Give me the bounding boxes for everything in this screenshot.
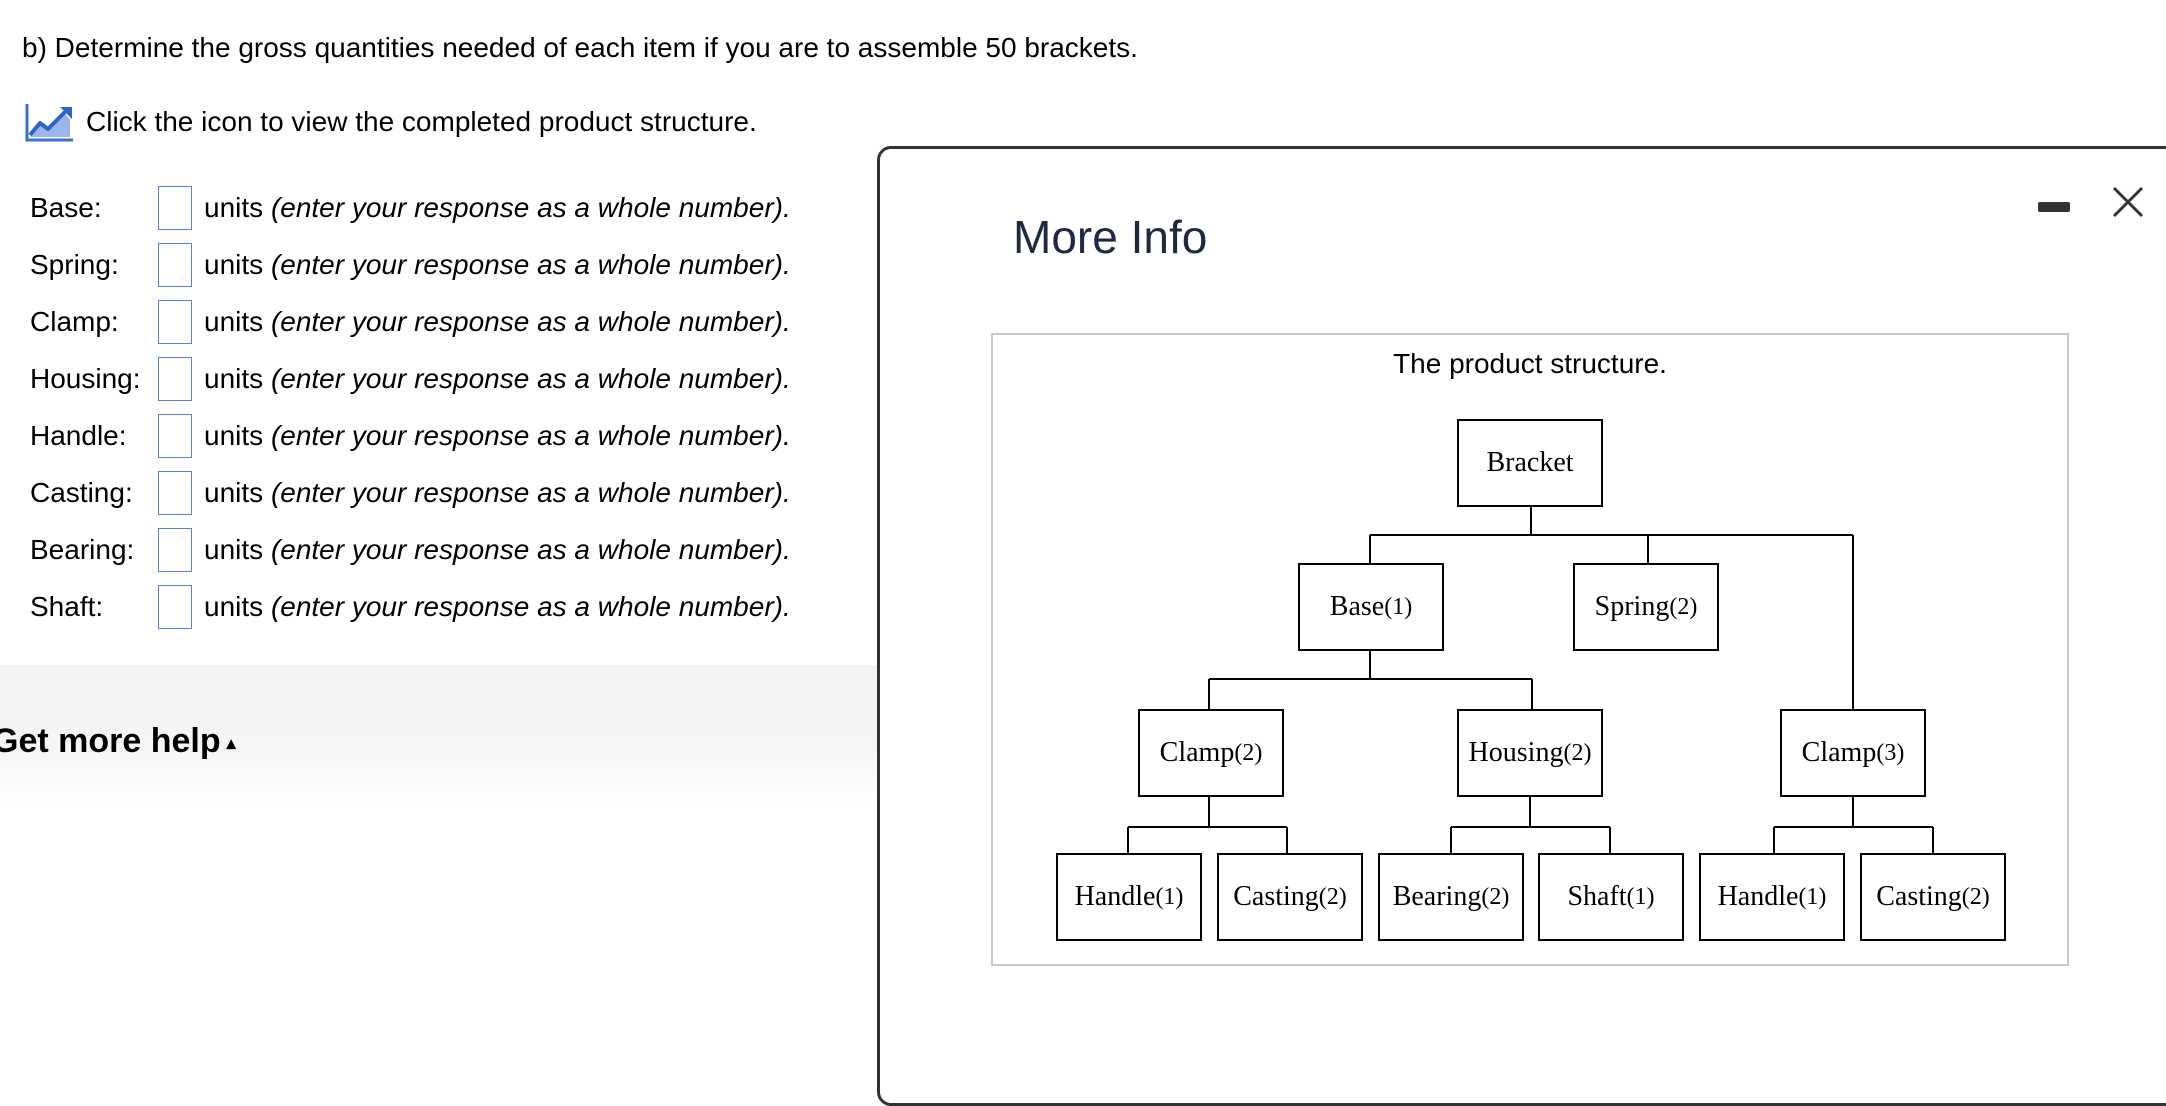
answer-row-shaft: Shaft: units (enter your response as a w…	[30, 583, 870, 631]
node-name: Spring	[1594, 591, 1670, 622]
node-qty: (2)	[1234, 739, 1263, 766]
node-qty: (2)	[1961, 883, 1990, 910]
node-qty: (1)	[1384, 593, 1413, 620]
housing-input[interactable]	[158, 357, 192, 401]
units-label: units	[204, 363, 264, 394]
answer-label: Spring:	[30, 249, 119, 280]
node-name: Bracket	[1486, 447, 1574, 478]
answer-label: Handle:	[30, 420, 127, 451]
answer-row-bearing: Bearing: units (enter your response as a…	[30, 526, 870, 574]
node-qty: (2)	[1481, 883, 1510, 910]
node-name: Bearing	[1392, 881, 1482, 912]
answer-row-housing: Housing: units (enter your response as a…	[30, 355, 870, 403]
handle-input[interactable]	[158, 414, 192, 458]
answer-row-clamp: Clamp: units (enter your response as a w…	[30, 298, 870, 346]
node-name: Base	[1329, 591, 1385, 622]
help-band	[0, 665, 880, 805]
node-qty: (2)	[1669, 593, 1698, 620]
help-label[interactable]: Get more help	[0, 722, 221, 760]
shaft-input[interactable]	[158, 585, 192, 629]
answer-label: Casting:	[30, 477, 133, 508]
answer-label: Shaft:	[30, 591, 104, 622]
spring-input[interactable]	[158, 243, 192, 287]
node-name: Clamp	[1801, 737, 1877, 768]
units-label: units	[204, 591, 264, 622]
node-name: Clamp	[1159, 737, 1235, 768]
figure-caption: The product structure.	[1393, 348, 1667, 379]
node-handle: Handle(1)	[1699, 853, 1845, 941]
units-label: units	[204, 192, 264, 223]
answer-hint: (enter your response as a whole number).	[270, 591, 791, 622]
units-label: units	[204, 477, 264, 508]
node-bearing: Bearing(2)	[1378, 853, 1524, 941]
clamp-input[interactable]	[158, 300, 192, 344]
units-label: units	[204, 306, 264, 337]
answer-hint: (enter your response as a whole number).	[270, 420, 791, 451]
caret-up-icon: ▴	[226, 732, 236, 753]
units-label: units	[204, 249, 264, 280]
node-qty: (1)	[1798, 883, 1827, 910]
units-label: units	[204, 534, 264, 565]
node-name: Casting	[1233, 881, 1319, 912]
node-bracket: Bracket	[1457, 419, 1603, 507]
answer-label: Housing:	[30, 363, 141, 394]
answer-label: Clamp:	[30, 306, 119, 337]
node-housing: Housing(2)	[1457, 709, 1603, 797]
dialog-title: More Info	[1013, 211, 1208, 263]
answer-hint: (enter your response as a whole number).	[270, 534, 791, 565]
answer-hint: (enter your response as a whole number).	[270, 249, 791, 280]
answer-hint: (enter your response as a whole number).	[270, 363, 791, 394]
answer-hint: (enter your response as a whole number).	[270, 306, 791, 337]
casting-input[interactable]	[158, 471, 192, 515]
node-spring: Spring(2)	[1573, 563, 1719, 651]
node-qty: (1)	[1626, 883, 1655, 910]
node-casting: Casting(2)	[1217, 853, 1363, 941]
question-text: b) Determine the gross quantities needed…	[22, 32, 1138, 63]
answer-row-spring: Spring: units (enter your response as a …	[30, 241, 870, 289]
node-casting: Casting(2)	[1860, 853, 2006, 941]
node-shaft: Shaft(1)	[1538, 853, 1684, 941]
answer-hint: (enter your response as a whole number).	[270, 192, 791, 223]
node-qty: (2)	[1563, 739, 1592, 766]
chart-icon[interactable]	[24, 101, 76, 143]
close-icon[interactable]	[2104, 178, 2152, 226]
node-qty: (2)	[1318, 883, 1347, 910]
bearing-input[interactable]	[158, 528, 192, 572]
node-name: Casting	[1876, 881, 1962, 912]
answer-label: Bearing:	[30, 534, 135, 565]
get-more-help-button[interactable]: Get more help▴	[0, 722, 236, 761]
node-name: Handle	[1717, 881, 1799, 912]
tree-connector-lines	[1127, 507, 1934, 853]
answer-hint: (enter your response as a whole number).	[270, 477, 791, 508]
answer-row-handle: Handle: units (enter your response as a …	[30, 412, 870, 460]
view-product-structure-link[interactable]: Click the icon to view the completed pro…	[24, 100, 757, 144]
node-name: Housing	[1468, 737, 1564, 768]
node-name: Shaft	[1567, 881, 1627, 912]
node-qty: (1)	[1155, 883, 1184, 910]
minimize-icon[interactable]	[2038, 202, 2070, 214]
node-name: Handle	[1074, 881, 1156, 912]
node-clamp-bracket: Clamp(3)	[1780, 709, 1926, 797]
base-input[interactable]	[158, 186, 192, 230]
answer-row-base: Base: units (enter your response as a wh…	[30, 184, 870, 232]
node-clamp-base: Clamp(2)	[1138, 709, 1284, 797]
node-base: Base(1)	[1298, 563, 1444, 651]
node-handle: Handle(1)	[1056, 853, 1202, 941]
answer-label: Base:	[30, 192, 102, 223]
view-link-text[interactable]: Click the icon to view the completed pro…	[86, 106, 757, 137]
answer-row-casting: Casting: units (enter your response as a…	[30, 469, 870, 517]
units-label: units	[204, 420, 264, 451]
node-qty: (3)	[1876, 739, 1905, 766]
